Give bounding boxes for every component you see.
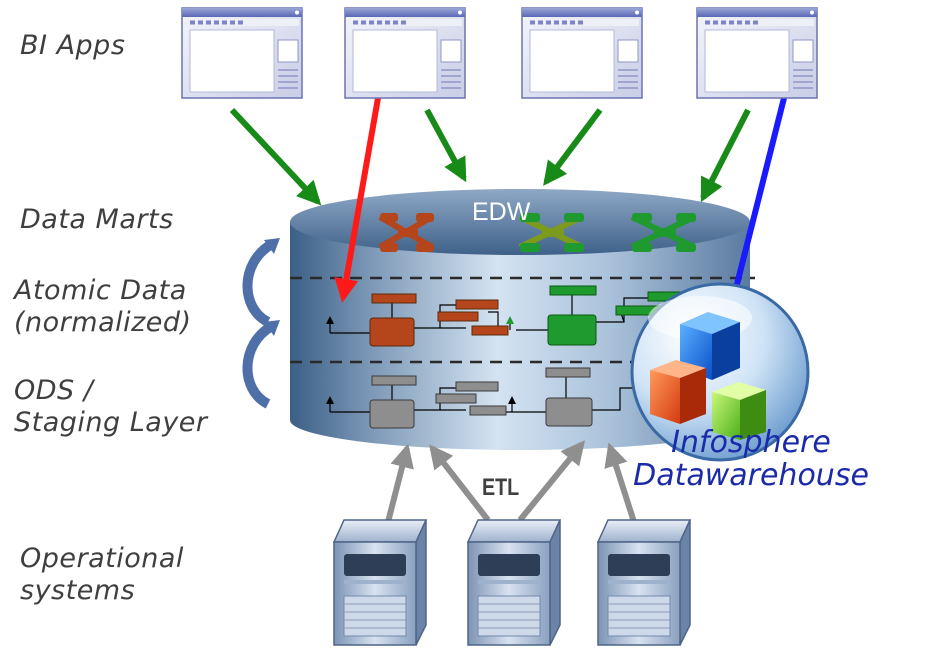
server-icon — [467, 519, 561, 646]
atomic-curve-arrow — [242, 239, 275, 327]
bi-app-window-icon — [521, 7, 643, 99]
star-schema-icon — [378, 213, 434, 252]
etl-label: ETL — [482, 474, 520, 501]
product-logo-icon — [630, 282, 810, 462]
bi-app-window-icon — [344, 7, 466, 99]
app2-to-atomic-arrow — [334, 97, 381, 303]
star-schema-icon — [630, 213, 696, 252]
etl-arrow — [517, 440, 586, 522]
product-name-label: Infosphere Datawarehouse — [633, 425, 869, 493]
etl-arrow — [604, 442, 637, 523]
data-marts-label: Data Marts — [20, 204, 174, 235]
warehouse-cylinder-top — [290, 189, 750, 255]
etl-arrow — [385, 443, 414, 523]
ods-staging-label: ODS / Staging Layer — [14, 375, 208, 438]
etl-arrow — [429, 444, 491, 522]
bi-app-window-icon — [181, 7, 303, 99]
atomic-data-label: Atomic Data (normalized) — [14, 275, 192, 338]
bi-app-window-icon — [696, 7, 818, 99]
app2-to-mart-arrow — [424, 108, 467, 183]
edw-label: EDW — [472, 198, 531, 226]
server-icon — [597, 519, 691, 646]
app1-to-mart-arrow — [229, 107, 322, 206]
star-schema-icon — [518, 213, 584, 252]
staging-data-model-icon — [326, 367, 640, 429]
bi-apps-label: BI Apps — [20, 30, 126, 61]
app3-to-mart-arrow — [543, 108, 603, 186]
app4-to-mart-arrow — [700, 108, 751, 203]
staging-curve-arrow — [242, 321, 275, 409]
operational-systems-label: Operational systems — [20, 543, 184, 606]
server-icon — [333, 519, 427, 646]
app4-to-atomic-arrow — [727, 97, 787, 313]
